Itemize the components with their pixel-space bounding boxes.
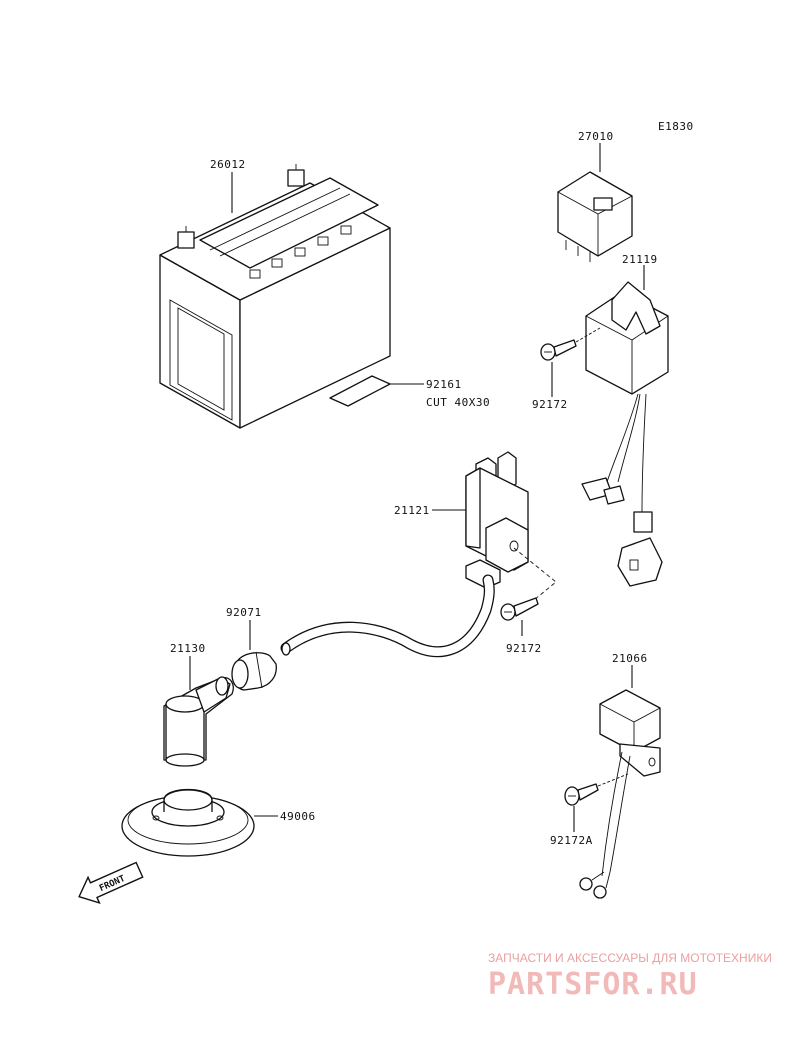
relay-27010[interactable] bbox=[557, 171, 633, 262]
screw-axis-lower bbox=[513, 547, 557, 601]
spark-plug-cap-21130[interactable] bbox=[163, 676, 234, 767]
part-27010[interactable]: 27010 bbox=[578, 130, 614, 143]
part-49006[interactable]: 49006 bbox=[280, 810, 316, 823]
screw-92172-upper[interactable] bbox=[540, 339, 577, 361]
front-arrow-icon: FRONT bbox=[78, 861, 144, 905]
part-26012[interactable]: 26012 bbox=[210, 158, 246, 171]
screw-92172-lower[interactable] bbox=[500, 597, 539, 621]
part-92161-note: CUT 40X30 bbox=[426, 396, 490, 409]
part-21130[interactable]: 21130 bbox=[170, 642, 206, 655]
grommet-49006[interactable] bbox=[121, 788, 255, 857]
igniter-21119[interactable] bbox=[581, 281, 669, 587]
part-92172-upper[interactable]: 92172 bbox=[532, 398, 568, 411]
part-21119[interactable]: 21119 bbox=[622, 253, 658, 266]
ignition-coil-21121[interactable] bbox=[465, 451, 529, 589]
screw-axis-92172A bbox=[597, 773, 629, 787]
ignition-cable bbox=[280, 574, 495, 658]
part-92071[interactable]: 92071 bbox=[226, 606, 262, 619]
screw-92172A[interactable] bbox=[564, 783, 599, 806]
part-92172-lower[interactable]: 92172 bbox=[506, 642, 542, 655]
diagram-code: E1830 bbox=[658, 120, 694, 133]
part-21121[interactable]: 21121 bbox=[394, 504, 430, 517]
part-21066[interactable]: 21066 bbox=[612, 652, 648, 665]
part-92161[interactable]: 92161 bbox=[426, 378, 462, 391]
watermark-tagline: ЗАПЧАСТИ И АКСЕССУАРЫ ДЛЯ МОТОТЕХНИКИ bbox=[488, 951, 772, 965]
watermark-brand: PARTSFOR.RU bbox=[488, 967, 698, 1002]
battery-26012[interactable] bbox=[159, 164, 391, 429]
part-92172A[interactable]: 92172A bbox=[550, 834, 593, 847]
cable-cap-92071[interactable] bbox=[231, 651, 277, 691]
regulator-21066[interactable] bbox=[579, 689, 661, 899]
